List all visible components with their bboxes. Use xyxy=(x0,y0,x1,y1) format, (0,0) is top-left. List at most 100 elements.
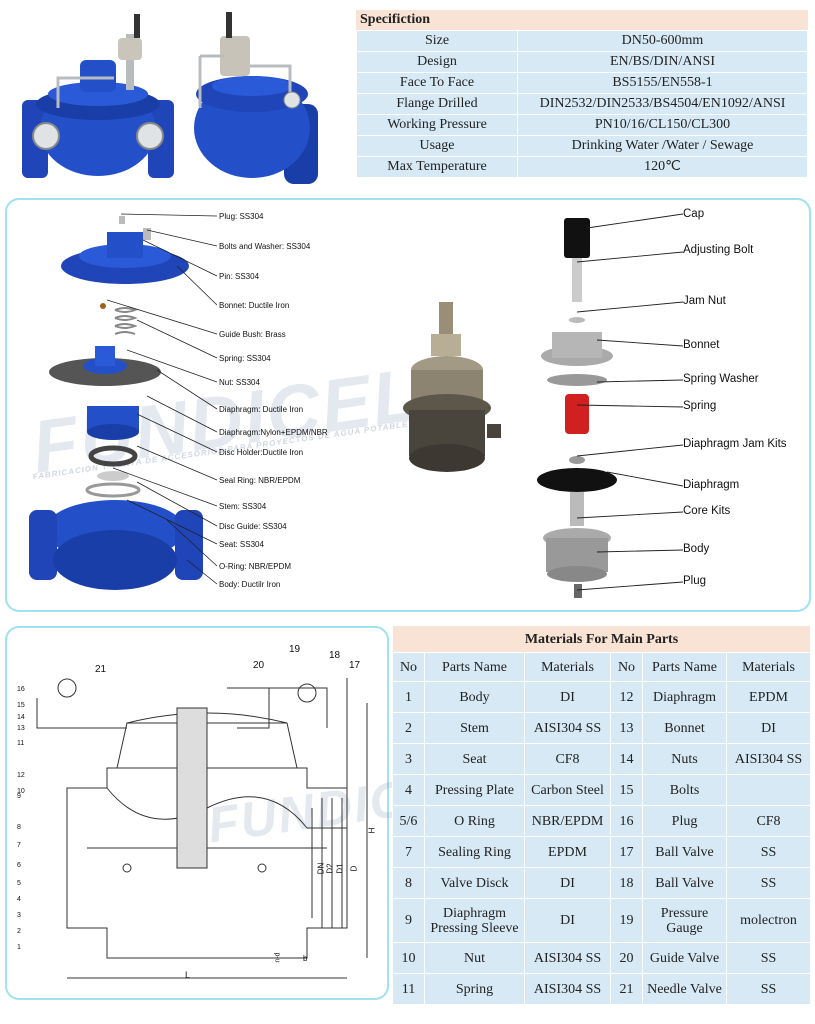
part-label: Diaphragm:Nylon+EPDM/NBR xyxy=(219,428,328,437)
cell: 8 xyxy=(392,867,425,899)
materials-table: Materials For Main Parts No Parts Name M… xyxy=(392,625,811,1005)
cell: NBR/EPDM xyxy=(524,805,611,837)
valve-photo-angle xyxy=(194,12,318,184)
cell: 10 xyxy=(392,942,425,974)
column-header: No xyxy=(392,652,425,682)
cell: DI xyxy=(726,712,811,744)
cell: 3 xyxy=(392,743,425,775)
cell: Pressing Plate xyxy=(424,774,525,806)
spec-value: 120℃ xyxy=(517,156,808,178)
pilot-part-label: Diaphragm xyxy=(683,479,740,491)
callout-number: 16 xyxy=(17,686,25,693)
pilot-part-label: Bonnet xyxy=(683,339,720,351)
cell: AISI304 SS xyxy=(524,973,611,1005)
spec-key: Flange Drilled xyxy=(356,93,518,115)
cell: Valve Disck xyxy=(424,867,525,899)
callout-number: 5 xyxy=(17,880,21,887)
materials-title: Materials For Main Parts xyxy=(392,625,811,653)
column-header: Materials xyxy=(524,652,611,682)
pilot-part-label: Plug xyxy=(683,575,707,587)
spec-key: Working Pressure xyxy=(356,114,518,136)
spec-value: DN50-600mm xyxy=(517,30,808,52)
callout-number: 15 xyxy=(17,702,25,709)
cell: 17 xyxy=(610,836,643,868)
part-label: Disc Holder:Ductile Iron xyxy=(219,448,304,457)
pilot-part-label: Spring Washer xyxy=(683,373,759,385)
spec-key: Max Temperature xyxy=(356,156,518,178)
cell xyxy=(726,774,811,806)
part-label: Guide Bush: Brass xyxy=(219,330,286,339)
cell: 11 xyxy=(392,973,425,1005)
spec-key: Usage xyxy=(356,135,518,157)
spec-value: BS5155/EN558-1 xyxy=(517,72,808,94)
cell: 1 xyxy=(392,681,425,713)
part-label: Seat: SS304 xyxy=(219,540,264,549)
cell: DI xyxy=(524,681,611,713)
column-header: No xyxy=(610,652,643,682)
pilot-part-label: Adjusting Bolt xyxy=(683,244,754,256)
cell: Stem xyxy=(424,712,525,744)
callout-number: 7 xyxy=(17,842,21,849)
cell: Nut xyxy=(424,942,525,974)
cell: Pressure Gauge xyxy=(642,898,727,943)
part-label: Pin: SS304 xyxy=(219,272,260,281)
pilot-part-label: Jam Nut xyxy=(683,295,726,307)
cell: CF8 xyxy=(524,743,611,775)
cell: Sealing Ring xyxy=(424,836,525,868)
dimension-label: D1 xyxy=(335,863,345,874)
cell: Diaphragm xyxy=(642,681,727,713)
callout-number: 4 xyxy=(17,896,21,903)
cell: 18 xyxy=(610,867,643,899)
column-header: Parts Name xyxy=(424,652,525,682)
column-header: Materials xyxy=(726,652,811,682)
cell: Bolts xyxy=(642,774,727,806)
cell: Guide Valve xyxy=(642,942,727,974)
cell: O Ring xyxy=(424,805,525,837)
cell: 16 xyxy=(610,805,643,837)
spec-key: Size xyxy=(356,30,518,52)
left-leader-lines xyxy=(107,213,218,585)
spec-value: EN/BS/DIN/ANSI xyxy=(517,51,808,73)
cell: Spring xyxy=(424,973,525,1005)
callout-number: 12 xyxy=(17,772,25,779)
specification-title: Specifiction xyxy=(356,10,808,30)
dimension-label: n-d xyxy=(274,952,282,963)
cell: AISI304 SS xyxy=(726,743,811,775)
cell: Body xyxy=(424,681,525,713)
spec-value: Drinking Water /Water / Sewage xyxy=(517,135,808,157)
callout-number: 1 xyxy=(17,944,21,951)
dimension-label: H xyxy=(367,827,377,834)
cross-section-drawing xyxy=(36,678,368,979)
part-label: O-Ring: NBR/EPDM xyxy=(219,562,292,571)
cell: AISI304 SS xyxy=(524,942,611,974)
valve-photo-front xyxy=(22,14,174,178)
cell: Needle Valve xyxy=(642,973,727,1005)
callout-number: 14 xyxy=(17,714,25,721)
callout-number: 9 xyxy=(17,793,21,800)
part-label: Stem: SS304 xyxy=(219,502,267,511)
cell: AISI304 SS xyxy=(524,712,611,744)
callout-number: 20 xyxy=(253,660,265,671)
part-label: Bolts and Washer: SS304 xyxy=(219,242,311,251)
cell: 4 xyxy=(392,774,425,806)
cell: Bonnet xyxy=(642,712,727,744)
cell: 20 xyxy=(610,942,643,974)
part-label: Nut: SS304 xyxy=(219,378,260,387)
callout-number: 2 xyxy=(17,928,21,935)
cell: 12 xyxy=(610,681,643,713)
cell: EPDM xyxy=(726,681,811,713)
spec-key: Design xyxy=(356,51,518,73)
dimension-label: D xyxy=(349,865,359,872)
callout-number: 17 xyxy=(349,660,361,671)
cell: 15 xyxy=(610,774,643,806)
cell: SS xyxy=(726,836,811,868)
